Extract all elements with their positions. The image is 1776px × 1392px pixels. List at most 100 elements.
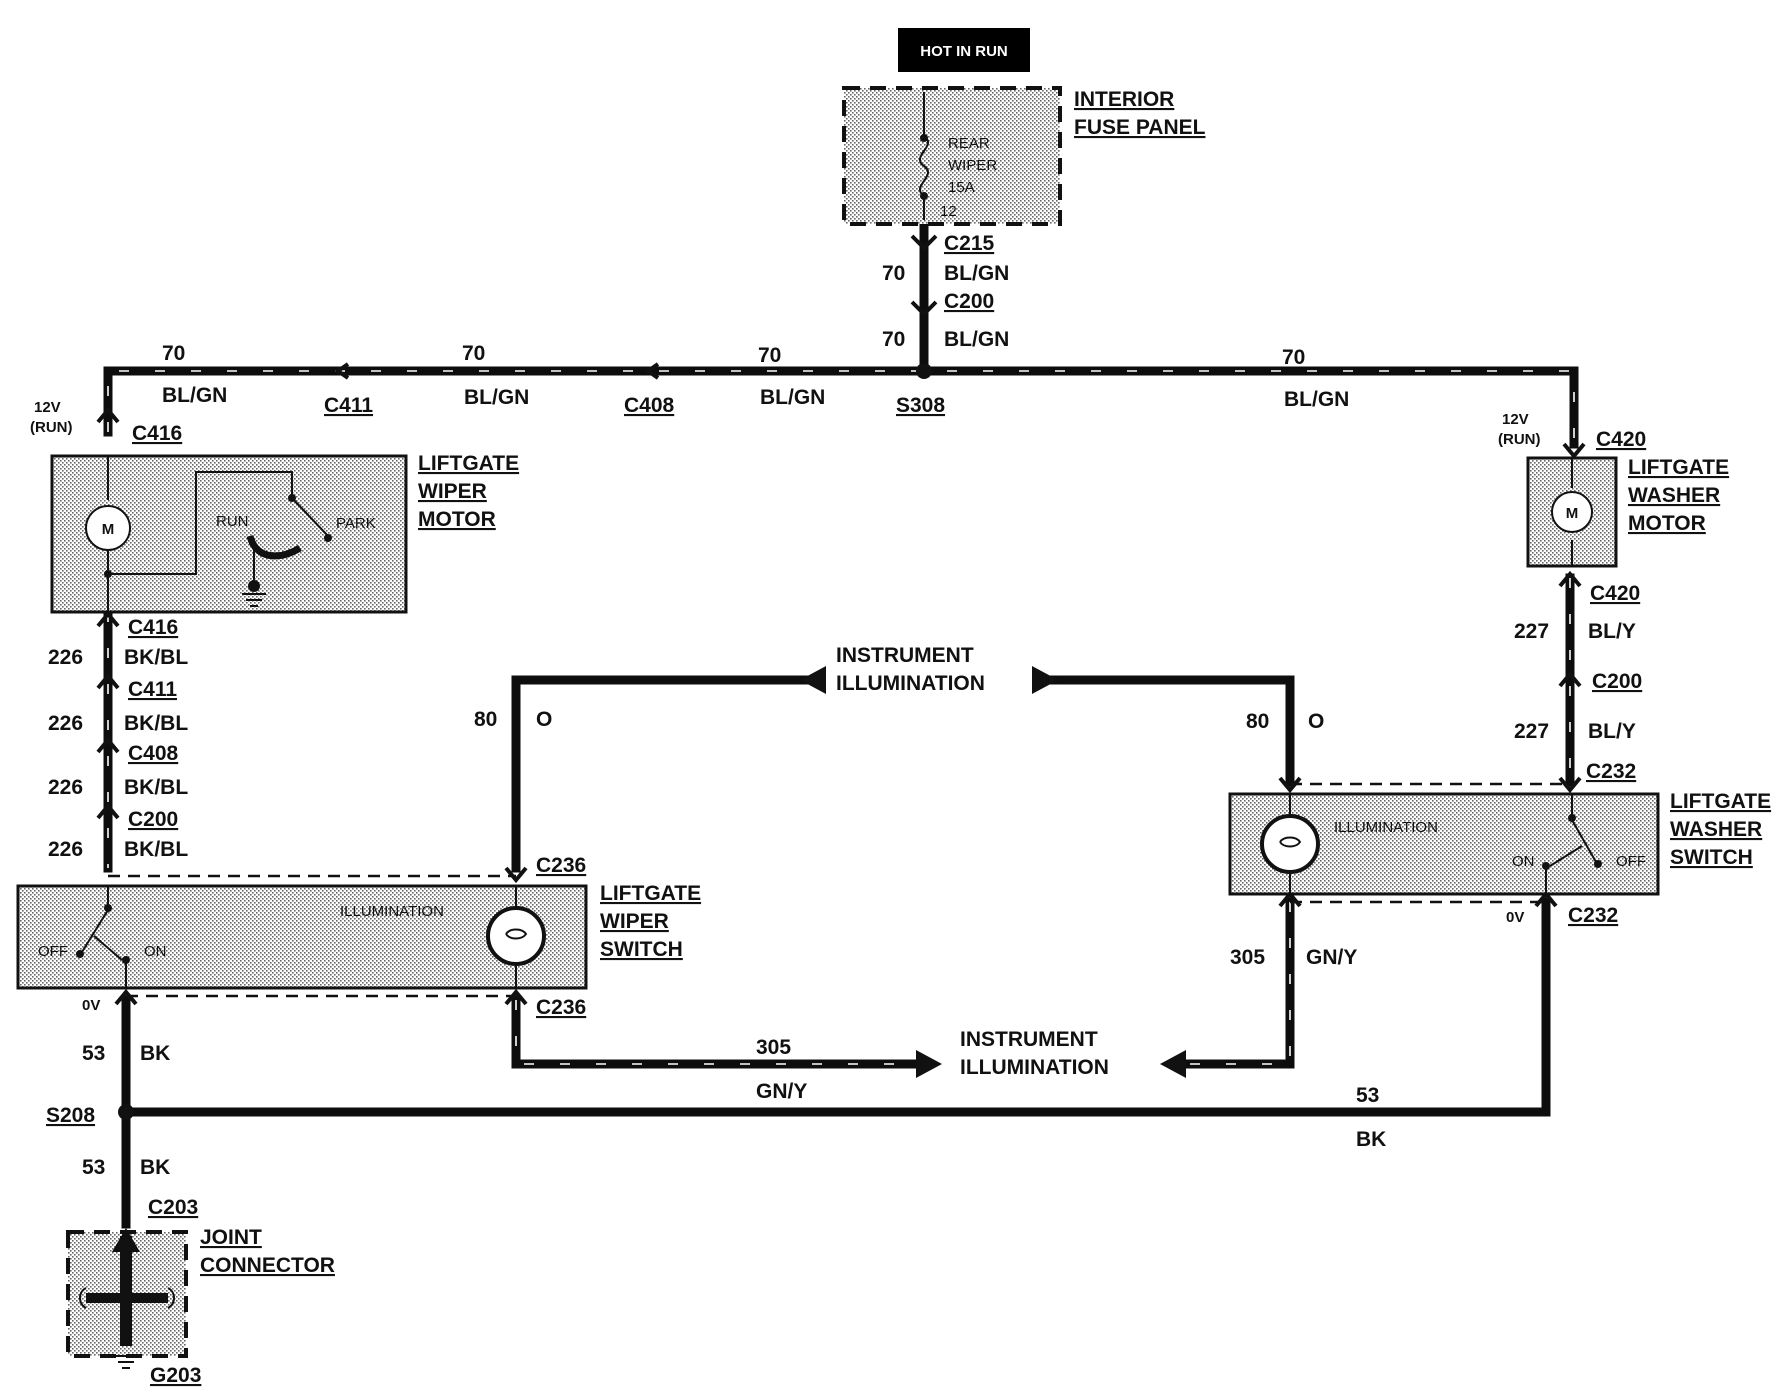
hot-in-run-box: [898, 28, 1030, 72]
splice-s208: [118, 1104, 134, 1120]
liftgate-washer-switch: ILLUMINATION ON OFF: [1228, 782, 1660, 904]
instrument-illumination-top-1: INSTRUMENT: [836, 644, 974, 667]
liftgate-wiper-motor-label-1: LIFTGATE: [418, 452, 519, 475]
circuit-53-horiz-color: BK: [1356, 1128, 1386, 1151]
liftgate-wiper-switch-label-2: WIPER: [600, 910, 669, 933]
circuit-305-horiz-color: GN/Y: [756, 1080, 807, 1103]
label-c200-top: C200: [944, 290, 994, 313]
label-c236-bottom: C236: [536, 996, 586, 1019]
label-c232-top: C232: [1586, 760, 1636, 783]
liftgate-washer-motor: M: [1526, 456, 1618, 568]
arrow-80-left: [800, 666, 826, 694]
svg-text:12: 12: [940, 203, 957, 220]
label-c408-bottom: C408: [128, 742, 179, 765]
circuit-53-horiz-num: 53: [1356, 1084, 1379, 1107]
label-run-right: (RUN): [1498, 431, 1541, 448]
wire-305-gn-y: [511, 897, 1295, 1069]
circuit-227-2-num: 227: [1514, 720, 1549, 743]
interior-fuse-panel-label-2: FUSE PANEL: [1074, 116, 1206, 139]
label-0v-left: 0V: [82, 997, 100, 1014]
circuit-53-upper-color: BK: [140, 1042, 170, 1065]
circuit-70-seg4-num: 70: [1282, 346, 1305, 369]
liftgate-wiper-motor-label-2: WIPER: [418, 480, 487, 503]
svg-text:M: M: [102, 521, 115, 538]
circuit-226-3-color: BK/BL: [124, 776, 188, 799]
interior-fuse-panel: REAR WIPER 15A 12: [842, 86, 1062, 226]
instrument-illumination-top-2: ILLUMINATION: [836, 672, 985, 695]
liftgate-washer-switch-label-1: LIFTGATE: [1670, 790, 1771, 813]
svg-text:RUN: RUN: [216, 513, 249, 530]
circuit-53-lower-num: 53: [82, 1156, 105, 1179]
circuit-70-vert-2-color: BL/GN: [944, 328, 1009, 351]
liftgate-washer-motor-label-3: MOTOR: [1628, 512, 1706, 535]
label-g203: G203: [150, 1364, 201, 1387]
label-c200-left: C200: [128, 808, 178, 831]
joint-connector-label-2: CONNECTOR: [200, 1254, 335, 1277]
arrow-305-left: [916, 1050, 942, 1078]
svg-text:ON: ON: [1512, 853, 1535, 870]
circuit-80-right-num: 80: [1246, 710, 1269, 733]
circuit-305-horiz-num: 305: [756, 1036, 791, 1059]
circuit-80-left-num: 80: [474, 708, 497, 731]
circuit-226-2-num: 226: [48, 712, 83, 735]
label-run-left: (RUN): [30, 419, 73, 436]
label-c416-bottom: C416: [128, 616, 178, 639]
label-c411-bottom: C411: [128, 678, 177, 701]
svg-text:WIPER: WIPER: [948, 157, 997, 174]
liftgate-wiper-motor-label-3: MOTOR: [418, 508, 496, 531]
svg-text:PARK: PARK: [336, 515, 376, 532]
circuit-226-1-num: 226: [48, 646, 83, 669]
circuit-53-lower-color: BK: [140, 1156, 170, 1179]
circuit-70-seg3-color: BL/GN: [760, 386, 825, 409]
splice-s308: [916, 363, 932, 379]
label-0v-right: 0V: [1506, 909, 1524, 926]
circuit-226-1-color: BK/BL: [124, 646, 188, 669]
svg-text:ILLUMINATION: ILLUMINATION: [340, 903, 444, 920]
circuit-70-seg2-color: BL/GN: [464, 386, 529, 409]
liftgate-washer-motor-label-1: LIFTGATE: [1628, 456, 1729, 479]
circuit-80-left-color: O: [536, 708, 552, 731]
liftgate-wiper-switch: ILLUMINATION OFF ON: [16, 874, 588, 998]
label-s208: S208: [46, 1104, 95, 1127]
hot-in-run-label: HOT IN RUN: [920, 43, 1008, 60]
circuit-70-seg3-num: 70: [758, 344, 781, 367]
svg-text:M: M: [1566, 505, 1579, 522]
instrument-illumination-bottom-2: ILLUMINATION: [960, 1056, 1109, 1079]
circuit-226-4-color: BK/BL: [124, 838, 188, 861]
liftgate-wiper-motor: M RUN PARK: [50, 454, 408, 614]
instrument-illumination-bottom-1: INSTRUMENT: [960, 1028, 1098, 1051]
label-c232-bottom: C232: [1568, 904, 1618, 927]
label-c236-top: C236: [536, 854, 586, 877]
interior-fuse-panel-label: INTERIOR: [1074, 88, 1174, 111]
liftgate-washer-switch-label-3: SWITCH: [1670, 846, 1753, 869]
joint-connector-label-1: JOINT: [200, 1226, 262, 1249]
circuit-70-vert-2-num: 70: [882, 328, 905, 351]
label-c420-bottom: C420: [1590, 582, 1640, 605]
label-c200-right: C200: [1592, 670, 1642, 693]
wire-80-o: [511, 675, 1295, 873]
svg-text:ON: ON: [144, 943, 167, 960]
label-c411-top: C411: [324, 394, 373, 417]
circuit-53-upper-num: 53: [82, 1042, 105, 1065]
liftgate-washer-motor-label-2: WASHER: [1628, 484, 1720, 507]
label-12v-left: 12V: [34, 399, 61, 416]
joint-connector: [66, 1228, 188, 1369]
label-c420-top: C420: [1596, 428, 1646, 451]
label-s308: S308: [896, 394, 945, 417]
circuit-226-3-num: 226: [48, 776, 83, 799]
label-c215: C215: [944, 232, 995, 255]
circuit-227-1-color: BL/Y: [1588, 620, 1636, 643]
arrow-305-right: [1160, 1050, 1186, 1078]
svg-text:15A: 15A: [948, 179, 975, 196]
liftgate-washer-switch-label-2: WASHER: [1670, 818, 1762, 841]
circuit-70-seg2-num: 70: [462, 342, 485, 365]
svg-text:REAR: REAR: [948, 135, 990, 152]
circuit-305-vert-num: 305: [1230, 946, 1265, 969]
liftgate-wiper-switch-label-1: LIFTGATE: [600, 882, 701, 905]
svg-text:OFF: OFF: [38, 943, 68, 960]
label-c203: C203: [148, 1196, 198, 1219]
circuit-226-2-color: BK/BL: [124, 712, 188, 735]
label-c416-top: C416: [132, 422, 182, 445]
circuit-305-vert-color: GN/Y: [1306, 946, 1357, 969]
